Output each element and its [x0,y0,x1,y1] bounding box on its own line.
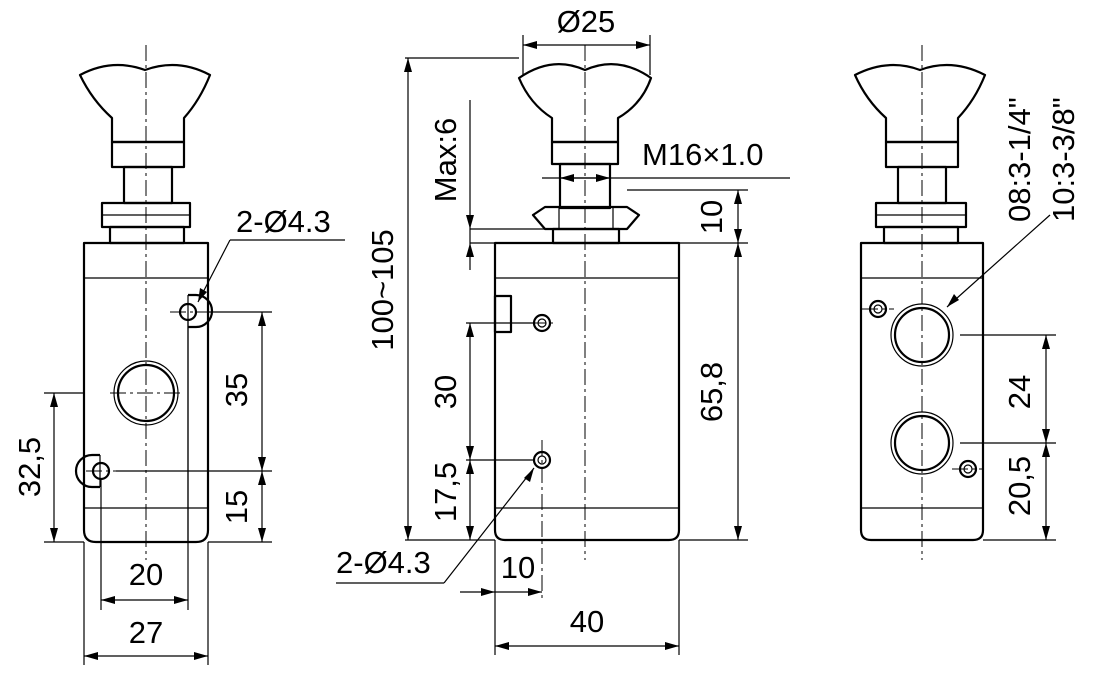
nut-height-label: 10 [694,200,729,234]
port-size-1-label: 08:3-1/4" [1002,97,1037,222]
left-port-height-label: 32,5 [12,437,47,497]
body-height-label: 65,8 [694,362,729,422]
front-view: Ø25 M16×1.0 100~105 Max:6 30 17,5 10 [336,4,790,655]
total-height-label: 100~105 [365,229,400,351]
left-hole-pitch-label: 20 [129,557,163,592]
max-stroke-label: Max:6 [428,118,463,202]
left-hole-bottom-label: 15 [219,490,254,524]
left-hole-spacing-label: 35 [219,373,254,407]
right-side-view: 24 20,5 08:3-1/4" 10:3-3/8" [853,45,1081,560]
left-offset-bottom-label: 10 [501,550,535,585]
body-width-front-label: 40 [570,604,604,639]
dia-top-label: Ø25 [557,4,616,39]
right-port-bottom-label: 20,5 [1002,456,1037,516]
left-width-label: 27 [129,615,163,650]
side-hole-label: 2-Ø4.3 [236,204,331,239]
hole-spacing-front-label: 30 [428,375,463,409]
front-hole-label: 2-Ø4.3 [336,545,431,580]
right-port-spacing-label: 24 [1002,375,1037,409]
port-size-2-label: 10:3-3/8" [1046,97,1081,222]
hole-offset-front-label: 17,5 [428,462,463,522]
left-side-view: 35 15 32,5 20 27 2-Ø4.3 [12,45,345,665]
thread-label: M16×1.0 [642,137,764,172]
